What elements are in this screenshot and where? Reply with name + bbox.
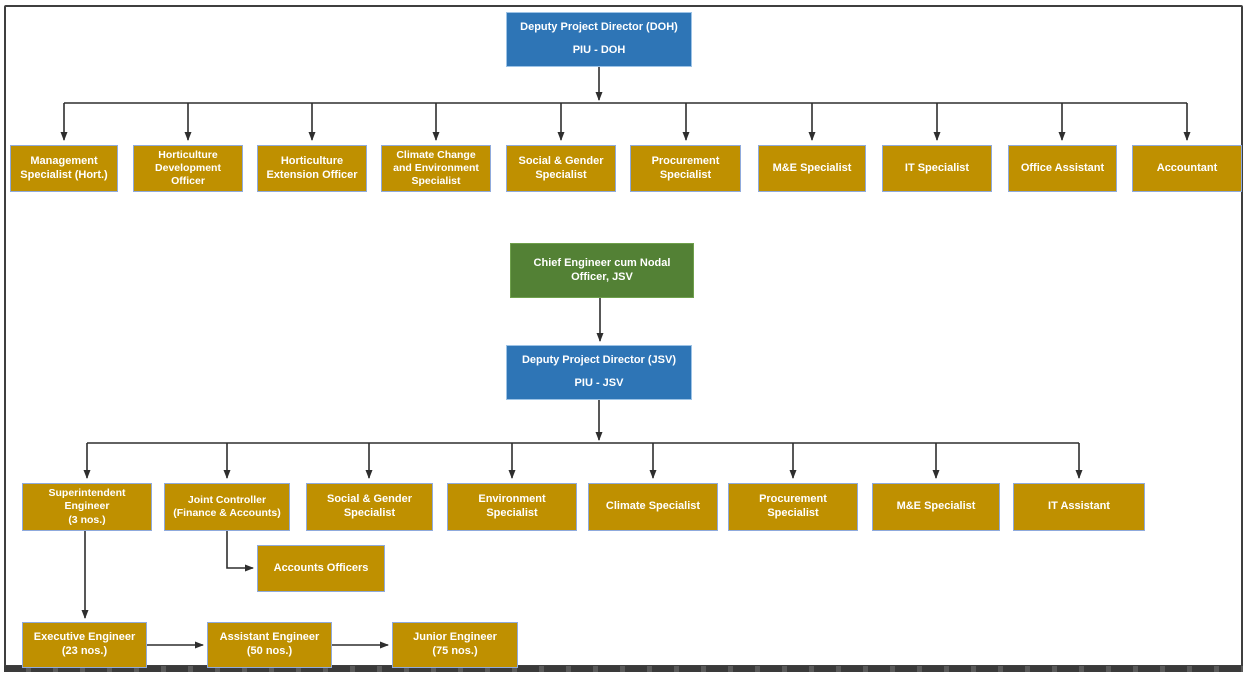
- node-assistant-engineer: Assistant Engineer (50 nos.): [207, 622, 332, 668]
- node-chief-engineer-nodal-officer-jsv: Chief Engineer cum Nodal Officer, JSV: [510, 243, 694, 298]
- node-horticulture-development-officer: Horticulture Development Officer: [133, 145, 243, 192]
- node-management-specialist-hort: Management Specialist (Hort.): [10, 145, 118, 192]
- node-accountant: Accountant: [1132, 145, 1242, 192]
- node-it-specialist: IT Specialist: [882, 145, 992, 192]
- node-climate-change-environment-specialist: Climate Change and Environment Specialis…: [381, 145, 491, 192]
- node-subtitle: PIU - DOH: [572, 44, 626, 56]
- node-superintendent-engineer: Superintendent Engineer (3 nos.): [22, 483, 152, 531]
- node-joint-controller-finance-accounts: Joint Controller (Finance & Accounts): [164, 483, 290, 531]
- chart-outer-frame: [4, 5, 1243, 671]
- node-subtitle: PIU - JSV: [574, 377, 624, 389]
- node-me-specialist-jsv: M&E Specialist: [872, 483, 1000, 531]
- node-junior-engineer: Junior Engineer (75 nos.): [392, 622, 518, 668]
- node-deputy-project-director-jsv: Deputy Project Director (JSV) PIU - JSV: [506, 345, 692, 400]
- node-social-gender-specialist-doh: Social & Gender Specialist: [506, 145, 616, 192]
- node-procurement-specialist-doh: Procurement Specialist: [630, 145, 741, 192]
- node-environment-specialist: Environment Specialist: [447, 483, 577, 531]
- chart-bottom-border: [4, 666, 1243, 672]
- node-accounts-officers: Accounts Officers: [257, 545, 385, 592]
- node-climate-specialist: Climate Specialist: [588, 483, 718, 531]
- node-horticulture-extension-officer: Horticulture Extension Officer: [257, 145, 367, 192]
- node-deputy-project-director-doh: Deputy Project Director (DOH) PIU - DOH: [506, 12, 692, 67]
- node-procurement-specialist-jsv: Procurement Specialist: [728, 483, 858, 531]
- node-executive-engineer: Executive Engineer (23 nos.): [22, 622, 147, 668]
- node-it-assistant: IT Assistant: [1013, 483, 1145, 531]
- node-title: Deputy Project Director (DOH): [520, 21, 678, 34]
- node-title: Deputy Project Director (JSV): [521, 354, 677, 367]
- node-me-specialist-doh: M&E Specialist: [758, 145, 866, 192]
- node-office-assistant: Office Assistant: [1008, 145, 1117, 192]
- node-social-gender-specialist-jsv: Social & Gender Specialist: [306, 483, 433, 531]
